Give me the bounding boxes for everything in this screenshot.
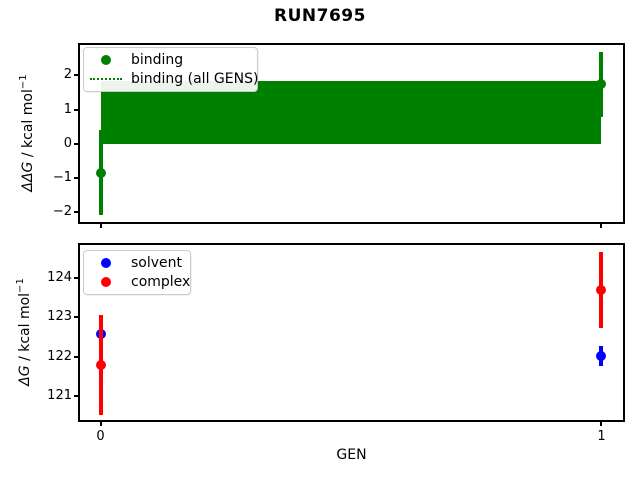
delta-g-symbol: ΔG	[16, 365, 33, 386]
binding-marker-icon	[101, 55, 111, 66]
x-tick-label: 0	[96, 429, 105, 444]
x-tick	[600, 422, 603, 426]
bottom-y-axis-label: ΔG / kcal mol−1	[15, 278, 33, 386]
legend-label-binding: binding	[131, 52, 184, 69]
bottom-legend: solvent complex	[83, 250, 191, 295]
x-axis-label: GEN	[336, 447, 367, 463]
legend-label-complex: complex	[131, 273, 191, 290]
y-tick-label: −2	[52, 204, 72, 220]
complex-marker-icon	[101, 276, 111, 287]
legend-item-complex: complex	[90, 273, 190, 292]
legend-item-binding: binding	[90, 51, 251, 70]
x-tick-label: 1	[597, 429, 606, 444]
figure-title: RUN7695	[274, 6, 366, 26]
solvent-marker-icon	[101, 258, 111, 269]
y-tick-label: 121	[47, 387, 72, 403]
legend-label-binding-all-gens: binding (all GENS)	[131, 70, 259, 87]
x-tick	[99, 224, 102, 228]
top-y-axis-label: ΔΔG / kcal mol−1	[18, 74, 36, 192]
dotted-line-icon	[90, 77, 122, 80]
x-tick	[600, 224, 603, 228]
legend-label-solvent: solvent	[131, 255, 183, 272]
x-tick	[99, 422, 102, 426]
top-legend: binding binding (all GENS)	[83, 47, 258, 92]
legend-item-binding-all-gens: binding (all GENS)	[90, 70, 258, 89]
delta-delta-g-symbol: ΔΔG	[19, 161, 36, 192]
legend-item-solvent: solvent	[90, 254, 184, 273]
